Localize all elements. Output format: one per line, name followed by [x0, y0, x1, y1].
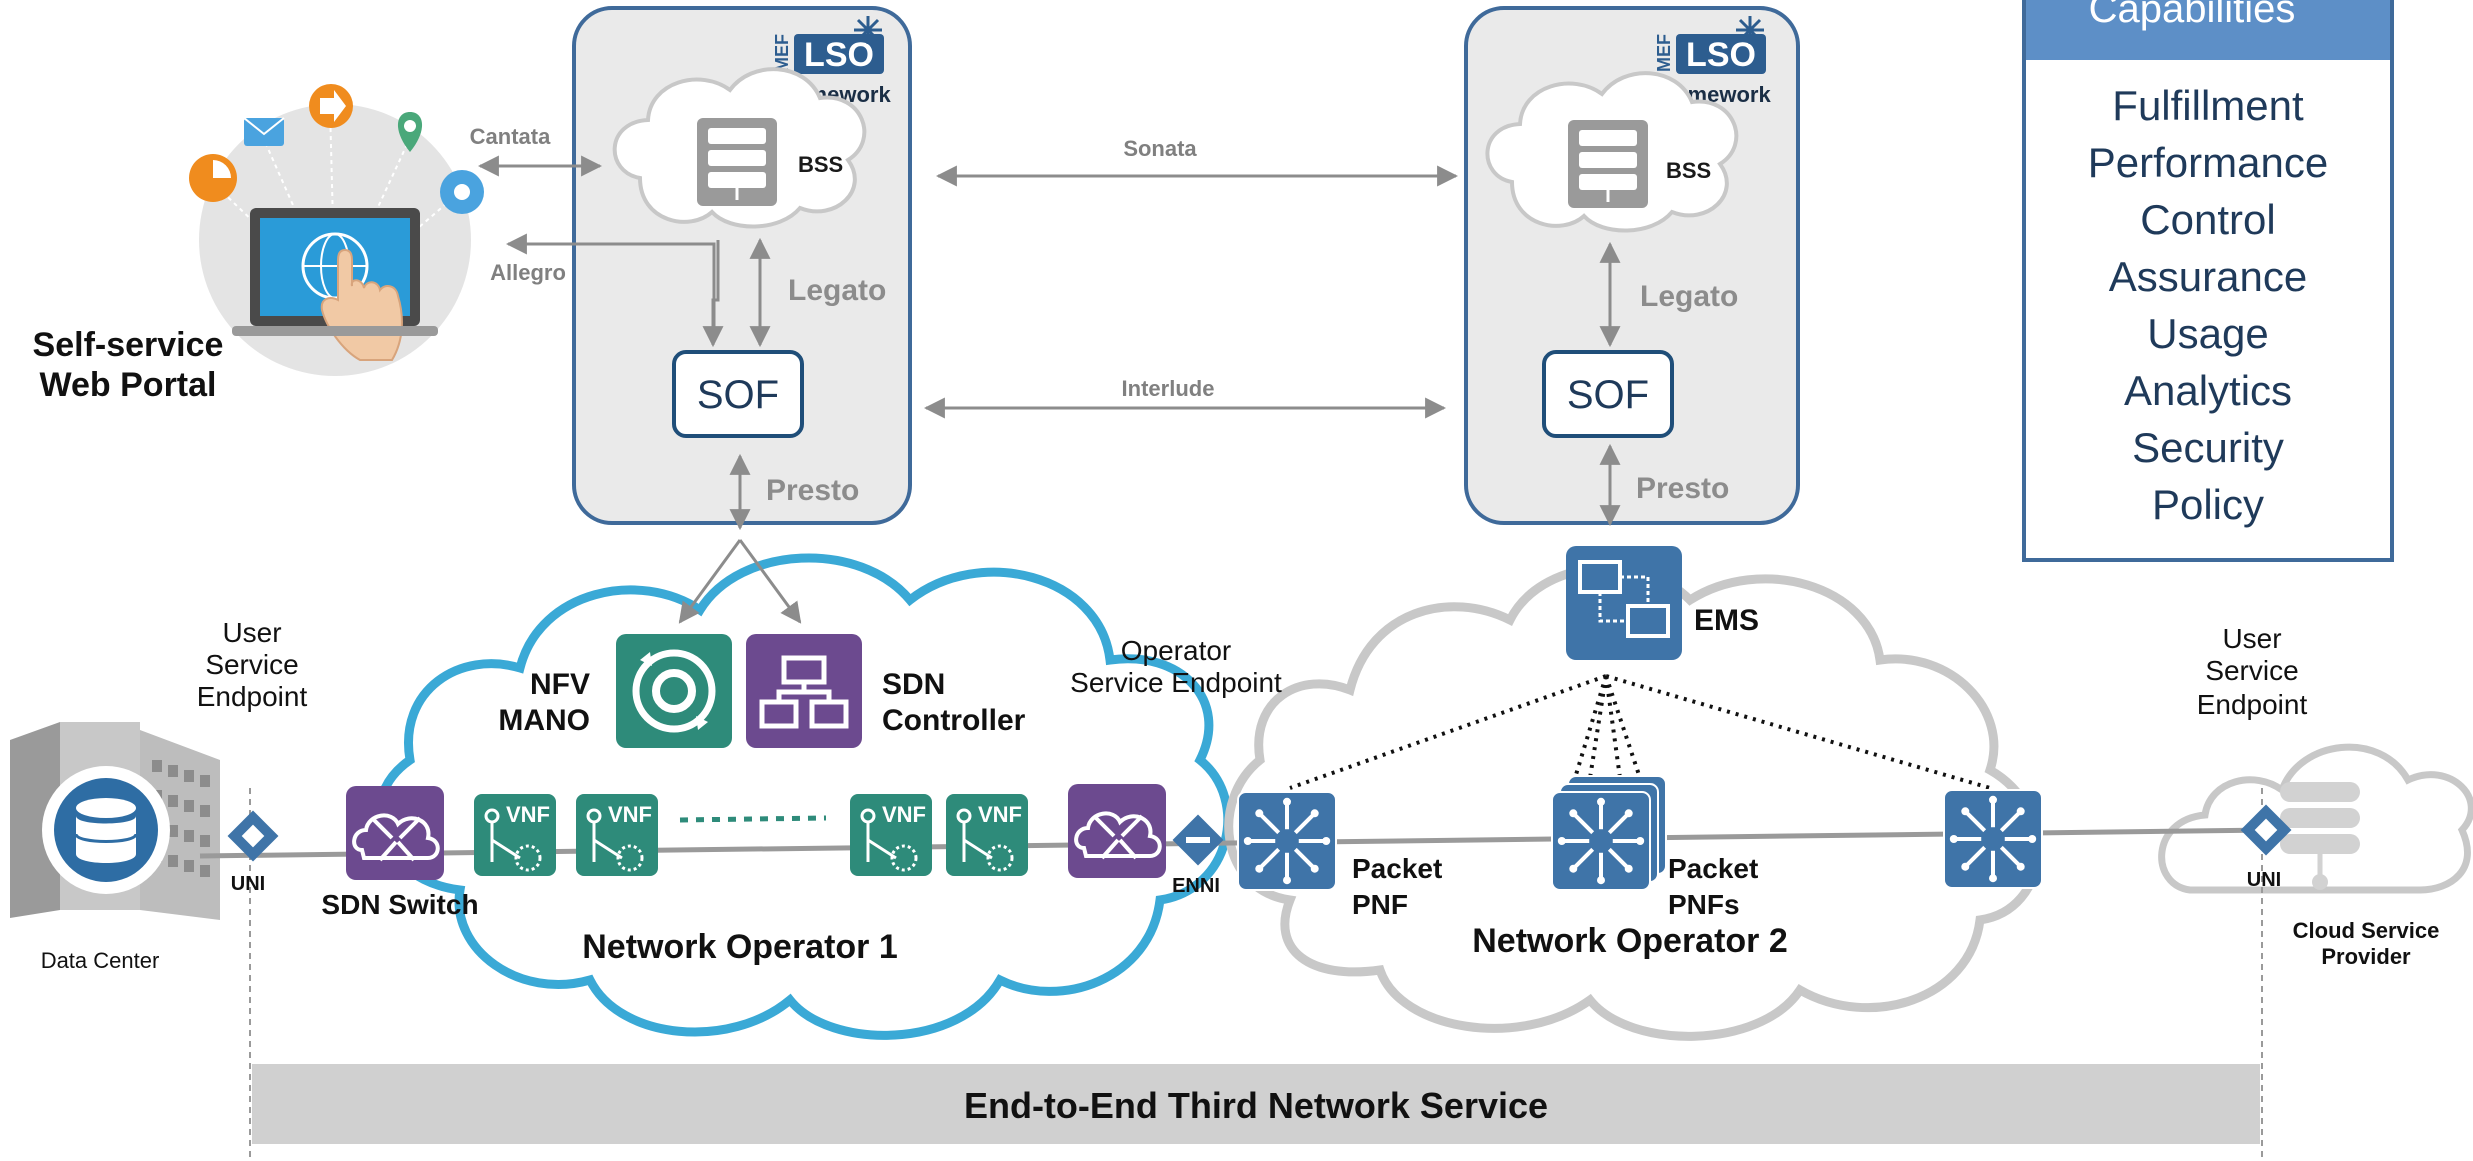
- packet-pnf-stack-icon: [1551, 775, 1667, 891]
- service-bar: [252, 1064, 2260, 1144]
- sdn-switch-icon-left: [346, 786, 444, 880]
- capability-item: Usage: [2147, 310, 2268, 357]
- starburst-icon: [854, 16, 882, 44]
- packet-pnf-icon: [1943, 789, 2043, 889]
- legato-label: Legato: [788, 274, 886, 307]
- capability-item: Security: [2132, 424, 2284, 471]
- lso-text: LSO: [1686, 36, 1756, 74]
- portal-title-line2: Web Portal: [40, 366, 217, 404]
- nfv-mano-icon: [616, 634, 732, 748]
- packet-pnf-label-line1: Packet: [1352, 853, 1442, 884]
- sdn-label-line2: Controller: [882, 704, 1026, 737]
- sof-box: [672, 350, 804, 438]
- sof-label: SOF: [1567, 373, 1649, 417]
- enni-label: ENNI: [1172, 875, 1220, 897]
- cloud-provider-label-line1: Cloud Service: [2293, 918, 2440, 943]
- packet-pnf-group: [1237, 775, 2043, 891]
- sof-box: [1542, 350, 1674, 438]
- service-bar-label: End-to-End Third Network Service: [964, 1085, 1548, 1126]
- lso-panel-left: MEF LSO Framework BSS Legato SOF Presto: [572, 6, 912, 525]
- capabilities-header: Capabilities: [2089, 0, 2296, 31]
- operator-endpoint-label-line1: Operator: [1121, 635, 1232, 666]
- network-operator-1-label: Network Operator 1: [582, 928, 898, 966]
- capability-item: Control: [2140, 196, 2275, 243]
- lso-text: LSO: [804, 36, 874, 74]
- vnf-group: VNF VNF VNF VNF: [474, 794, 1028, 876]
- capability-item: Policy: [2152, 481, 2264, 528]
- user-endpoint-right-line3: Endpoint: [2197, 689, 2308, 720]
- ems-icon: [1566, 546, 1682, 660]
- sof-label: SOF: [697, 373, 779, 417]
- vnf-label: VNF: [506, 802, 550, 827]
- user-endpoint-left-line1: User: [222, 617, 281, 648]
- legato-label: Legato: [1640, 280, 1738, 313]
- mef-lso-logo: MEF LSO: [772, 16, 884, 74]
- orchestration-arrow-sdn: [738, 539, 802, 624]
- capabilities-list: FulfillmentPerformanceControlAssuranceUs…: [2088, 82, 2328, 528]
- ems-management-links: [1289, 674, 1991, 790]
- cloud-server-icon: [2280, 782, 2360, 890]
- mef-text: MEF: [772, 34, 792, 72]
- sdn-switch-label: SDN Switch: [321, 889, 478, 920]
- vnf-icon: VNF: [850, 794, 932, 876]
- vnf-icon: VNF: [946, 794, 1028, 876]
- capabilities-box: Capabilities FulfillmentPerformanceContr…: [2022, 0, 2394, 562]
- user-endpoint-left-line2: Service: [205, 649, 298, 680]
- mef-text: MEF: [1654, 34, 1674, 72]
- vnf-icon: VNF: [474, 794, 556, 876]
- packet-pnfs-label-line1: Packet: [1668, 853, 1758, 884]
- packet-pnfs-label-line2: PNFs: [1668, 889, 1740, 920]
- sonata-label: Sonata: [1123, 136, 1197, 161]
- server-icon: [1568, 120, 1648, 208]
- user-endpoint-left-line3: Endpoint: [197, 681, 308, 712]
- allegro-arrow: [505, 233, 716, 340]
- lso-panel-right: MEF LSO Framework BSS Legato SOF Presto: [1464, 6, 1800, 525]
- sdn-controller-icon: [746, 634, 862, 748]
- user-endpoint-right-line1: User: [2222, 623, 2281, 654]
- cloud-provider-label-line2: Provider: [2321, 944, 2411, 969]
- allegro-label: Allegro: [490, 260, 566, 285]
- data-center-label: Data Center: [41, 948, 160, 973]
- network-operator-2-label: Network Operator 2: [1472, 922, 1788, 960]
- starburst-icon: [1736, 16, 1764, 44]
- bss-label: BSS: [1666, 158, 1711, 183]
- mef-lso-logo: MEF LSO: [1654, 16, 1766, 74]
- orchestration-arrow-nfv: [678, 539, 742, 624]
- interlude-label: Interlude: [1122, 376, 1215, 401]
- enni-diamond: [1172, 814, 1224, 866]
- vnf-icon: VNF: [576, 794, 658, 876]
- bss-label: BSS: [798, 152, 843, 177]
- user-endpoint-right-line2: Service: [2205, 655, 2298, 686]
- nfv-label-line1: NFV: [530, 668, 590, 701]
- uni-left-label: UNI: [231, 873, 265, 895]
- presto-label: Presto: [1636, 472, 1729, 505]
- server-icon: [697, 118, 777, 206]
- capability-item: Assurance: [2109, 253, 2307, 300]
- capability-item: Performance: [2088, 139, 2328, 186]
- data-center-icon: [10, 722, 220, 920]
- operator-endpoint-label-line2: Service Endpoint: [1070, 667, 1282, 698]
- uni-left-diamond: [227, 810, 279, 862]
- network-operator-1-cloud: [374, 553, 1233, 1040]
- portal-title-line1: Self-service: [33, 326, 224, 364]
- capability-item: Fulfillment: [2112, 82, 2304, 129]
- vnf-label: VNF: [882, 802, 926, 827]
- packet-pnf-icon: [1237, 791, 1337, 891]
- cantata-label: Cantata: [470, 124, 551, 149]
- packet-pnf-label-line2: PNF: [1352, 889, 1408, 920]
- sdn-switch-icon-right: [1068, 784, 1166, 878]
- presto-label: Presto: [766, 474, 859, 507]
- nfv-label-line2: MANO: [498, 704, 590, 737]
- capability-item: Analytics: [2124, 367, 2292, 414]
- uni-right-label: UNI: [2247, 869, 2281, 891]
- vnf-label: VNF: [978, 802, 1022, 827]
- ems-label: EMS: [1694, 604, 1759, 637]
- web-portal-illustration: [189, 84, 484, 376]
- vnf-label: VNF: [608, 802, 652, 827]
- sdn-label-line1: SDN: [882, 668, 945, 701]
